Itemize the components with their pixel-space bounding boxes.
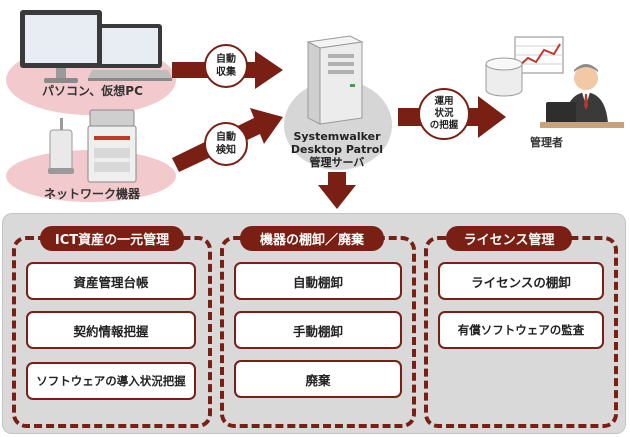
server-icon bbox=[306, 35, 364, 125]
item-license-inventory: ライセンスの棚卸 bbox=[438, 262, 604, 300]
down-arrow bbox=[318, 172, 356, 209]
admin-person-icon bbox=[540, 64, 624, 128]
item-asset-ledger: 資産管理台帳 bbox=[26, 262, 196, 300]
collect-badge: 自動収集 bbox=[204, 44, 248, 88]
pc-label: パソコン、仮想PC bbox=[42, 84, 143, 98]
item-disposal: 廃棄 bbox=[234, 360, 402, 398]
server-label: Systemwalker Desktop Patrol 管理サーバ bbox=[290, 130, 384, 169]
item-contract-info: 契約情報把握 bbox=[26, 311, 196, 349]
printer-icon bbox=[87, 109, 137, 183]
admin-label: 管理者 bbox=[530, 136, 563, 149]
network-label: ネットワーク機器 bbox=[44, 187, 141, 201]
item-paid-software-audit: 有償ソフトウェアの監査 bbox=[438, 311, 604, 349]
item-auto-inventory: 自動棚卸 bbox=[234, 262, 402, 300]
router-icon bbox=[48, 118, 74, 174]
grasp-badge: 運用状況の把握 bbox=[418, 88, 470, 140]
detect-badge: 自動検知 bbox=[204, 122, 248, 166]
item-manual-inventory: 手動棚卸 bbox=[234, 311, 402, 349]
item-software-install: ソフトウェアの導入状況把握 bbox=[26, 362, 196, 400]
group-inventory-disposal-title: 機器の棚卸／廃棄 bbox=[240, 226, 384, 251]
group-ict-assets-title: ICT資産の一元管理 bbox=[40, 226, 184, 251]
desktop-pc-icon bbox=[20, 10, 102, 83]
admin-chart-icon bbox=[514, 36, 564, 74]
database-icon bbox=[485, 57, 523, 97]
group-license-title: ライセンス管理 bbox=[446, 226, 572, 251]
laptop-icon bbox=[88, 24, 172, 81]
